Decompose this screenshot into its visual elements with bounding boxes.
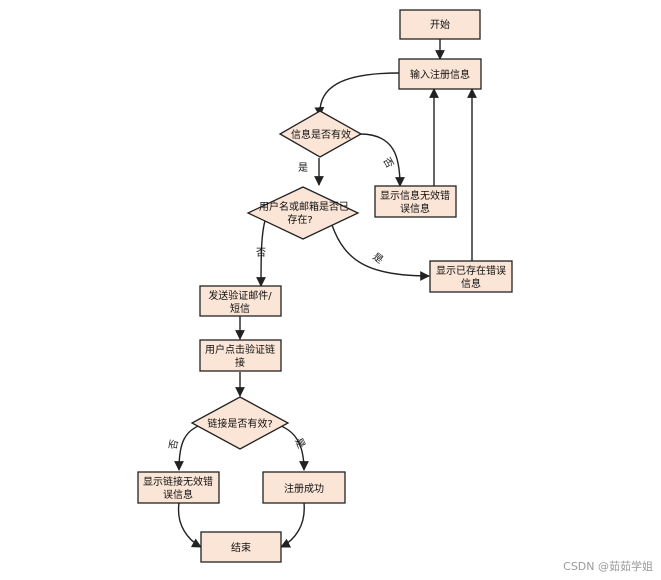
node-show-link-invalid: 显示链接无效错 误信息: [137, 471, 220, 504]
node-show-invalid-info-line1: 显示信息无效错: [380, 189, 450, 202]
node-show-exists-line1: 显示已存在错误: [436, 264, 506, 277]
node-user-exists-line1: 用户名或邮箱是否已: [259, 200, 349, 213]
node-show-invalid-info-line2: 误信息: [400, 202, 430, 215]
node-register-success: 注册成功: [262, 471, 346, 504]
label-exists-no: 否: [256, 247, 266, 259]
node-input-info: 输入注册信息: [398, 58, 482, 90]
node-link-valid: 链接是否有效?: [190, 396, 290, 450]
label-info-no: 否: [380, 156, 395, 171]
watermark: CSDN @茹茹学姐: [563, 560, 653, 573]
node-send-mail: 发送验证邮件/ 短信: [199, 285, 282, 317]
edge-user-exists-yes: [331, 224, 430, 281]
edge-success-to-end: [280, 502, 305, 548]
node-input-info-label: 输入注册信息: [410, 68, 470, 81]
node-start: 开始: [399, 9, 481, 40]
node-user-click: 用户点击验证链 接: [199, 339, 282, 372]
label-link-no: 否: [167, 439, 181, 451]
node-info-valid: 信息是否有效: [278, 110, 363, 158]
node-end: 结束: [200, 531, 282, 563]
node-show-exists-line2: 信息: [461, 277, 481, 290]
edge-link-valid-no: [174, 422, 209, 471]
node-send-mail-line2: 短信: [230, 302, 250, 315]
edge-info-valid-no: [359, 133, 405, 187]
node-user-exists: 用户名或邮箱是否已 存在?: [246, 186, 360, 240]
node-user-exists-line2: 存在?: [287, 213, 312, 226]
node-end-label: 结束: [231, 541, 251, 554]
node-show-invalid-info: 显示信息无效错 误信息: [374, 185, 457, 218]
node-show-link-invalid-line2: 误信息: [163, 488, 193, 501]
node-link-valid-label: 链接是否有效?: [207, 417, 272, 430]
edge-link-invalid-to-end: [177, 502, 202, 548]
label-link-yes: 是: [292, 436, 307, 450]
node-info-valid-label: 信息是否有效: [291, 128, 351, 141]
node-start-label: 开始: [430, 18, 450, 31]
node-show-exists: 显示已存在错误 信息: [429, 260, 513, 293]
edge-input-to-info-valid: [314, 72, 400, 117]
label-info-yes: 是: [298, 162, 308, 174]
node-user-click-line1: 用户点击验证链: [205, 343, 275, 356]
node-show-link-invalid-line1: 显示链接无效错: [143, 475, 213, 488]
label-exists-yes: 是: [370, 251, 385, 267]
nodes: 开始 输入注册信息 信息是否有效 显示信息无效错 误信息 用户名或邮箱是否已 存…: [137, 9, 513, 563]
node-user-click-line2: 接: [235, 356, 245, 369]
node-send-mail-line1: 发送验证邮件/: [208, 289, 272, 302]
node-register-success-label: 注册成功: [284, 482, 324, 495]
